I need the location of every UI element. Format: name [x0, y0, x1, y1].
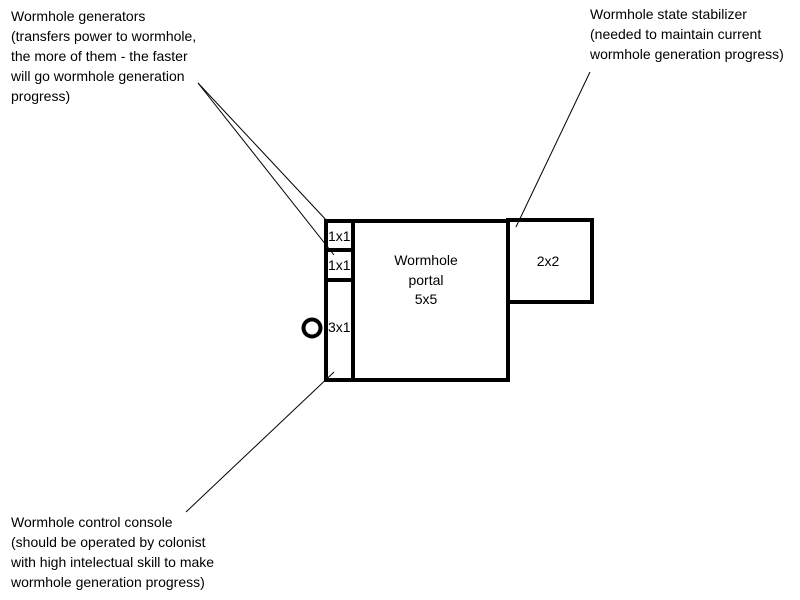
- generator-1-label: 1x1: [328, 228, 351, 244]
- portal-label-line1: Wormhole: [394, 252, 458, 268]
- console-annotation: Wormhole control console (should be oper…: [11, 514, 215, 590]
- console-leader-line: [185, 371, 335, 513]
- portal-label-line3: 5x5: [415, 291, 438, 307]
- generator-2-label: 1x1: [328, 257, 351, 273]
- stabilizer-block: [506, 218, 594, 304]
- stabilizer-leader-line: [515, 71, 591, 228]
- console-label: 3x1: [328, 319, 351, 335]
- stabilizer-label: 2x2: [537, 253, 560, 269]
- stabilizer-annotation: Wormhole state stabilizer (needed to mai…: [590, 6, 784, 62]
- generators-leader-line-upper: [197, 82, 329, 223]
- generators-annotation: Wormhole generators (transfers power to …: [11, 8, 197, 104]
- operator-position-marker: [301, 317, 323, 339]
- portal-label-line2: portal: [408, 272, 443, 288]
- generators-leader-line-lower: [197, 82, 335, 256]
